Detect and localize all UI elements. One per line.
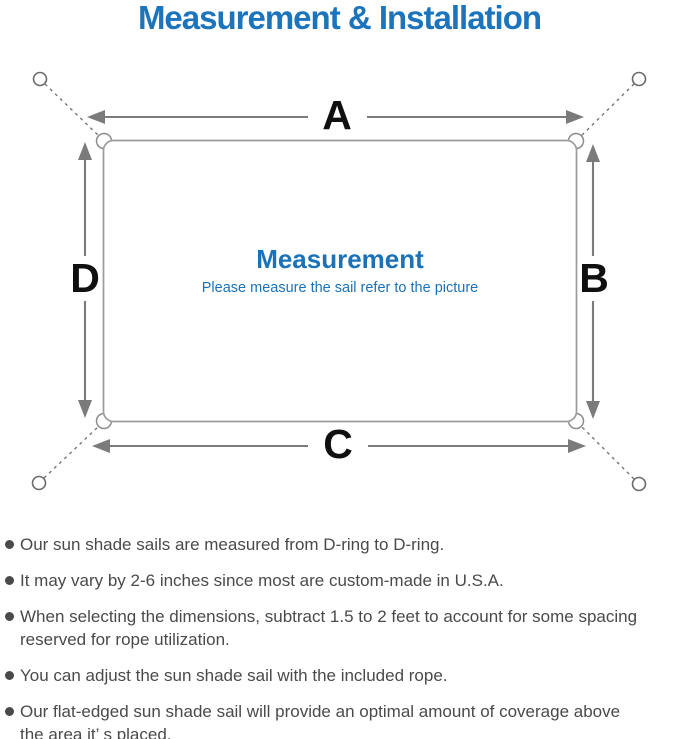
arrowhead-down-icon xyxy=(586,401,600,419)
note-line: the area it’ s placed. xyxy=(20,725,172,739)
note-item: Our sun shade sails are measured from D-… xyxy=(0,533,679,556)
note-item: Our flat-edged sun shade sail will provi… xyxy=(0,700,679,739)
arrowhead-left-icon xyxy=(92,439,110,453)
dimension-label-c: C xyxy=(323,421,353,467)
dimension-arrow-d: D xyxy=(70,142,100,418)
note-line: When selecting the dimensions, subtract … xyxy=(20,607,638,626)
note-line: It may vary by 2-6 inches since most are… xyxy=(20,571,504,590)
measurement-diagram: A D B C Measurement Please meas xyxy=(31,71,647,492)
diagram-center-heading: Measurement xyxy=(256,244,424,274)
note-item: When selecting the dimensions, subtract … xyxy=(0,605,679,651)
dimension-label-d: D xyxy=(70,255,100,301)
note-line: Our sun shade sails are measured from D-… xyxy=(20,535,445,554)
note-item: It may vary by 2-6 inches since most are… xyxy=(0,569,679,592)
dimension-arrow-a: A xyxy=(87,92,584,138)
anchor-ring-bottom-left-icon xyxy=(31,475,47,491)
arrowhead-right-icon xyxy=(566,110,584,124)
page-title: Measurement & Installation xyxy=(137,0,542,36)
note-item: You can adjust the sun shade sail with t… xyxy=(0,664,679,687)
rope-dash-top-right xyxy=(580,83,635,137)
anchor-ring-bottom-right-icon xyxy=(631,476,647,492)
sail-outline xyxy=(102,139,578,423)
bullet-icon xyxy=(5,612,14,621)
anchor-ring-top-left-icon xyxy=(32,71,48,87)
arrowhead-right-icon xyxy=(568,439,586,453)
note-line: reserved for rope utilization. xyxy=(20,630,230,649)
note-line: Our flat-edged sun shade sail will provi… xyxy=(20,702,621,721)
dimension-label-a: A xyxy=(322,92,352,138)
arrowhead-left-icon xyxy=(87,110,105,124)
bullet-icon xyxy=(5,707,14,716)
arrowhead-up-icon xyxy=(78,142,92,160)
bullet-icon xyxy=(5,540,14,549)
dimension-arrow-b: B xyxy=(579,144,609,419)
bullet-icon xyxy=(5,576,14,585)
bullet-icon xyxy=(5,671,14,680)
arrowhead-down-icon xyxy=(78,400,92,418)
diagram-center-subheading: Please measure the sail refer to the pic… xyxy=(202,280,478,296)
rope-dash-top-left xyxy=(44,83,100,137)
anchor-ring-top-right-icon xyxy=(631,71,647,87)
note-line: You can adjust the sun shade sail with t… xyxy=(20,666,448,685)
rope-dash-bottom-right xyxy=(580,425,635,480)
notes-list: Our sun shade sails are measured from D-… xyxy=(0,533,679,739)
dimension-label-b: B xyxy=(579,255,609,301)
arrowhead-up-icon xyxy=(586,144,600,162)
dimension-arrow-c: C xyxy=(92,421,586,467)
rope-dash-bottom-left xyxy=(43,425,100,479)
